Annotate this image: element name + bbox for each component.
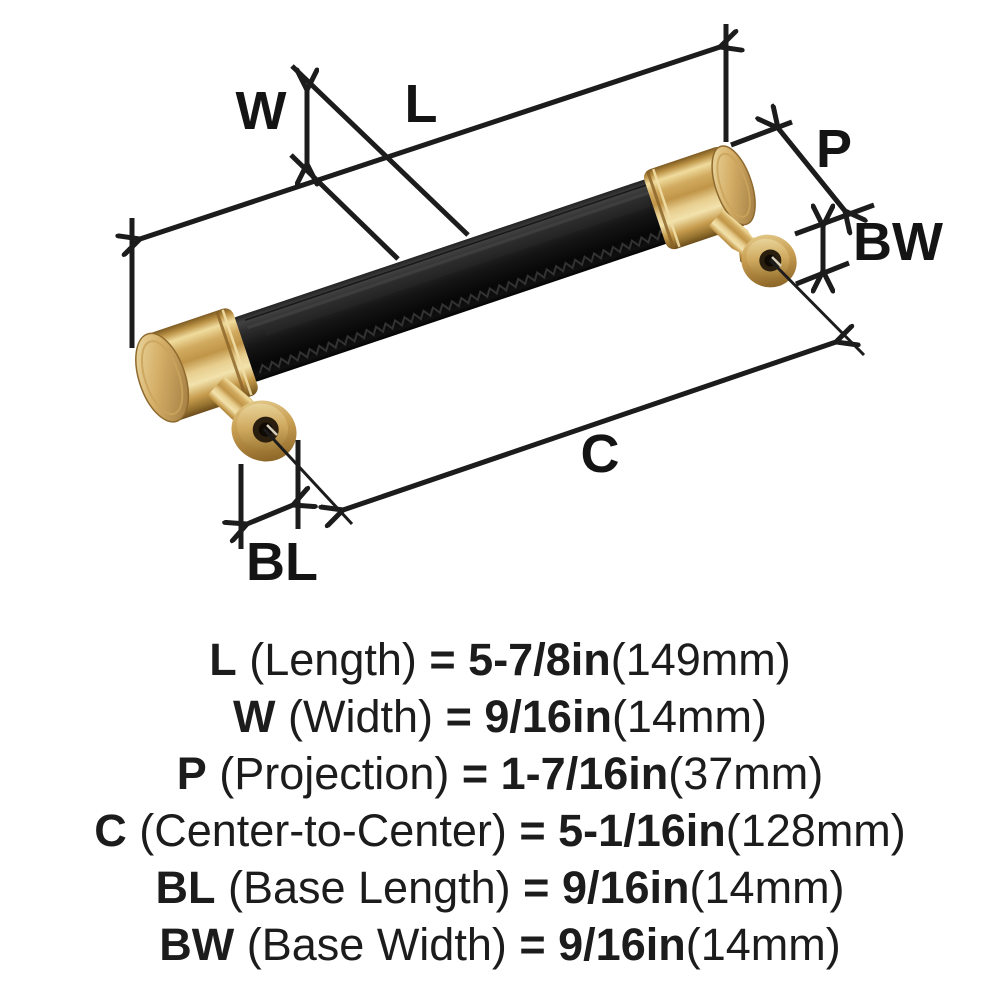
spec-row-base-length: BL (Base Length) = 9/16in(14mm)	[0, 859, 1000, 916]
spec-list: L (Length) = 5-7/8in(149mm) W (Width) = …	[0, 631, 1000, 973]
spec-row-base-width: BW (Base Width) = 9/16in(14mm)	[0, 916, 1000, 973]
spec-name: (Base Width)	[246, 919, 507, 970]
spec-value: 1-7/16in	[500, 748, 669, 799]
spec-metric: (128mm)	[725, 805, 906, 856]
spec-metric: (14mm)	[685, 919, 841, 970]
spec-name: (Base Length)	[227, 862, 511, 913]
spec-code: W	[233, 691, 276, 742]
spec-name: (Width)	[288, 691, 434, 742]
spec-name: (Center-to-Center)	[139, 805, 507, 856]
spec-eq: =	[445, 691, 472, 742]
spec-metric: (37mm)	[668, 748, 824, 799]
spec-eq: =	[519, 805, 546, 856]
spec-eq: =	[429, 634, 456, 685]
handle	[135, 145, 797, 462]
c-dim-arrow	[343, 342, 836, 510]
w-edge-line-upper	[290, 64, 470, 237]
spec-code: L	[209, 634, 237, 685]
spec-value: 5-1/16in	[558, 805, 726, 856]
spec-code: BL	[155, 862, 216, 913]
spec-name: (Length)	[249, 634, 417, 685]
bl-dim-arrow	[247, 505, 293, 524]
spec-value: 9/16in	[484, 691, 612, 742]
spec-value: 9/16in	[561, 862, 690, 913]
spec-eq: =	[523, 862, 550, 913]
label-w: W	[236, 81, 287, 141]
label-p: P	[816, 119, 852, 179]
spec-value: 9/16in	[558, 919, 686, 970]
handle-bar	[229, 177, 678, 382]
l-dim-arrow	[140, 47, 720, 239]
spec-row-center-to-center: C (Center-to-Center) = 5-1/16in(128mm)	[0, 802, 1000, 859]
label-l: L	[405, 74, 438, 134]
spec-metric: (14mm)	[689, 862, 845, 913]
spec-metric: (14mm)	[611, 691, 767, 742]
label-bw: BW	[853, 212, 943, 272]
right-screw-glint	[771, 256, 782, 267]
spec-row-width: W (Width) = 9/16in(14mm)	[0, 688, 1000, 745]
spec-row-projection: P (Projection) = 1-7/16in(37mm)	[0, 745, 1000, 802]
spec-row-length: L (Length) = 5-7/8in(149mm)	[0, 631, 1000, 688]
spec-eq: =	[461, 748, 489, 799]
spec-value: 5-7/8in	[468, 634, 611, 685]
dimension-diagram-svg: W L P BW C BL	[0, 24, 943, 592]
p-dim-arrow	[778, 128, 845, 211]
spec-name: (Projection)	[219, 748, 450, 799]
spec-code: BW	[159, 919, 235, 970]
left-screw-glint	[266, 424, 278, 436]
spec-code: C	[94, 805, 127, 856]
label-bl: BL	[246, 532, 318, 592]
spec-metric: (149mm)	[610, 634, 791, 685]
spec-eq: =	[519, 919, 546, 970]
spec-code: P	[176, 748, 207, 799]
label-c: C	[581, 424, 620, 484]
